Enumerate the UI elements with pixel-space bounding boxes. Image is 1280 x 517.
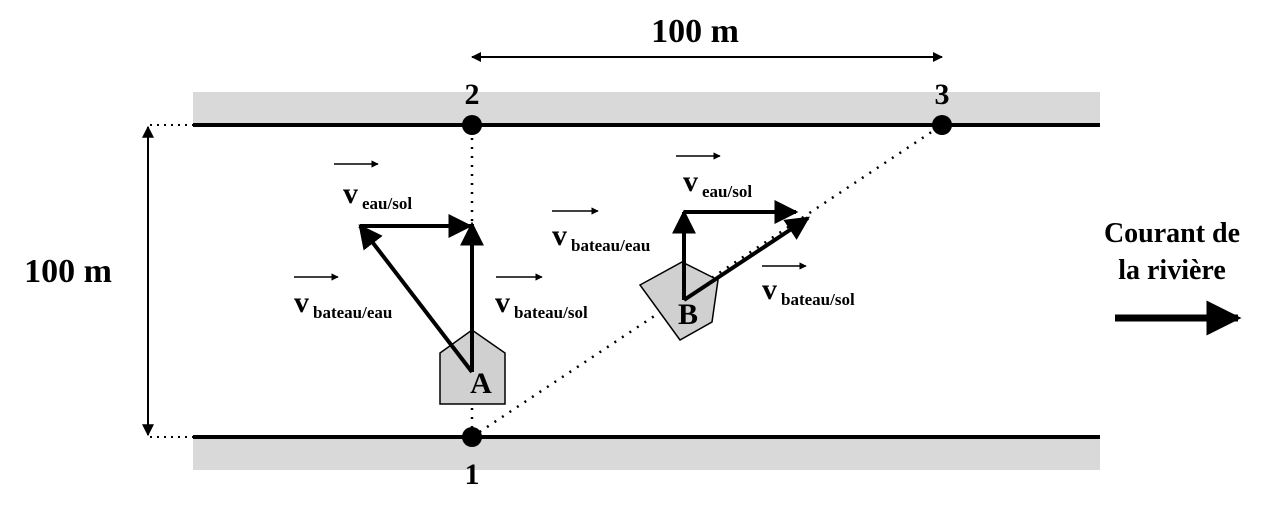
label-b-v-bateau-eau: v bateau/eau (552, 207, 650, 255)
label-a-v-eau-sol: v eau/sol (334, 160, 412, 213)
point-1-label: 1 (465, 458, 480, 491)
point-1-marker (462, 427, 482, 447)
bottom-bank (193, 437, 1100, 470)
svg-text:eau/sol: eau/sol (362, 194, 412, 213)
point-3-label: 3 (935, 78, 950, 111)
point-3-marker (932, 115, 952, 135)
svg-text:v: v (294, 286, 309, 319)
svg-text:bateau/sol: bateau/sol (514, 303, 588, 322)
svg-text:bateau/sol: bateau/sol (781, 290, 855, 309)
boat-b-shape (638, 261, 719, 341)
label-a-v-bateau-eau: v bateau/eau (294, 273, 392, 322)
boat-a-vector-bateau-eau (358, 224, 474, 374)
point-2-label: 2 (465, 78, 480, 111)
current-label-line-1: Courant de (1104, 218, 1240, 249)
top-bank (193, 92, 1100, 126)
svg-text:v: v (762, 273, 777, 306)
svg-text:bateau/eau: bateau/eau (313, 303, 392, 322)
boat-b-vector-bateau-sol (682, 216, 811, 302)
point-2-marker (462, 115, 482, 135)
svg-text:v: v (343, 177, 358, 210)
current-label-line-2: la rivière (1118, 255, 1226, 286)
svg-text:bateau/eau: bateau/eau (571, 236, 650, 255)
svg-text:eau/sol: eau/sol (702, 182, 752, 201)
svg-text:v: v (495, 286, 510, 319)
boat-b-label: B (678, 298, 698, 331)
label-b-v-eau-sol: v eau/sol (676, 152, 752, 201)
label-b-v-bateau-sol: v bateau/sol (762, 262, 855, 309)
svg-text:v: v (552, 219, 567, 252)
boat-a-label: A (470, 367, 492, 400)
vertical-dimension-label: 100 m (24, 253, 112, 290)
horizontal-dimension-label: 100 m (651, 13, 739, 50)
svg-text:v: v (683, 165, 698, 198)
label-a-v-bateau-sol: v bateau/sol (495, 273, 588, 322)
